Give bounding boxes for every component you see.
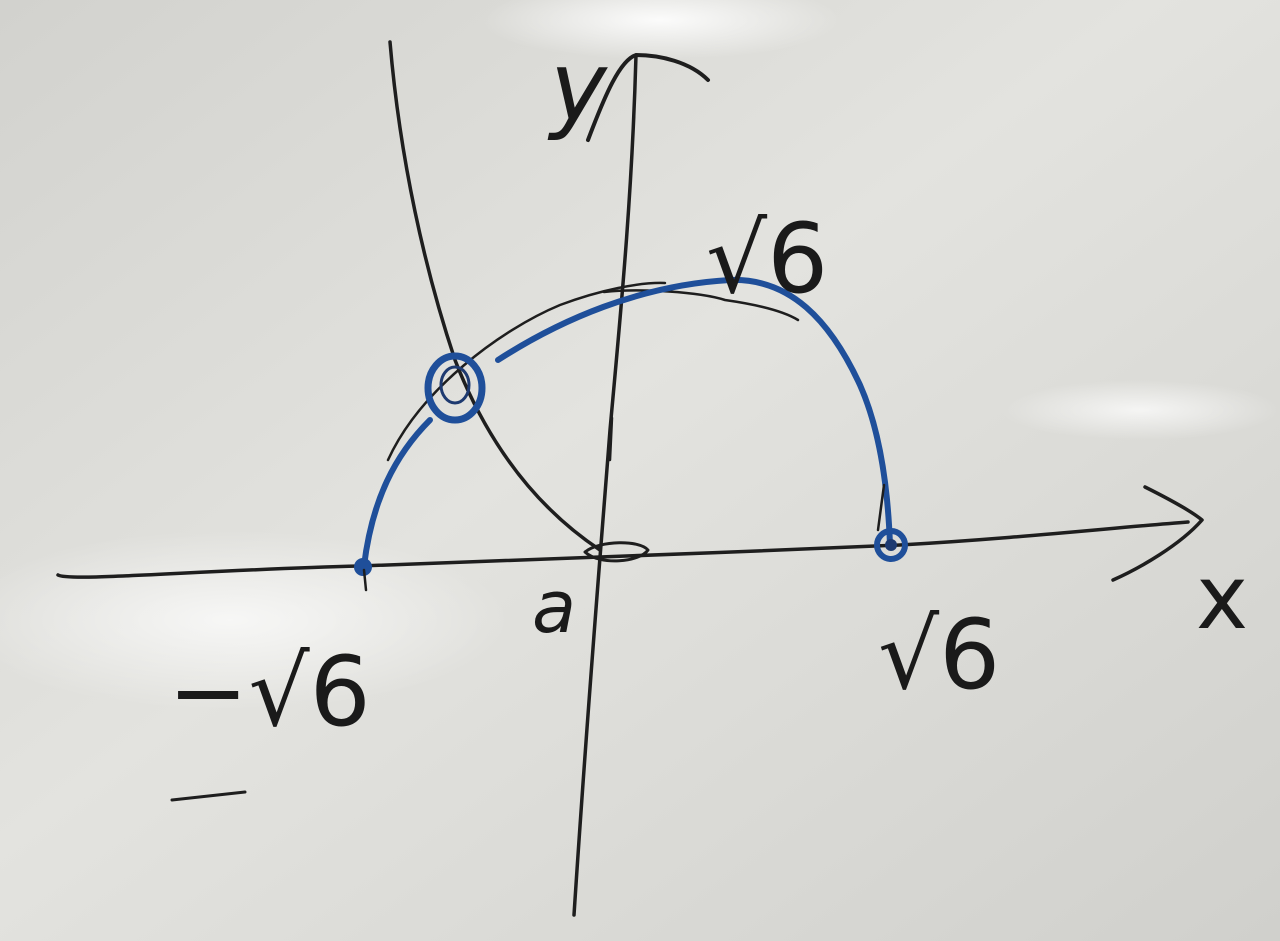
intersection-inner	[439, 365, 471, 405]
glare-right	[1000, 380, 1280, 440]
right-endpoint	[874, 528, 908, 562]
tick-y	[608, 416, 614, 462]
top-sqrt6-label: √6	[706, 203, 828, 315]
left-neg-sqrt6-label: −√6	[168, 636, 371, 748]
right-endpoint-core	[885, 539, 897, 551]
intersection-circle	[424, 352, 486, 424]
right-sqrt6-label: √6	[878, 599, 1000, 711]
x-axis-arrow	[1111, 485, 1204, 582]
left-endpoint	[354, 558, 372, 576]
tick-right	[876, 483, 886, 532]
tangent-line	[602, 289, 800, 322]
y-axis-label: y	[547, 31, 608, 143]
x-axis-label: x	[1196, 546, 1248, 649]
y-axis-arrow	[586, 53, 710, 142]
x-axis-line	[56, 520, 1190, 579]
glare-top	[480, 0, 840, 60]
origin-label: a	[532, 565, 576, 649]
stray-dash	[170, 790, 247, 802]
origin-mark	[583, 541, 650, 563]
semicircle-graph	[361, 417, 433, 569]
y-axis-line	[572, 53, 638, 917]
semicircle-graph-main	[495, 276, 893, 548]
sketch-arc	[386, 281, 667, 462]
tick-left	[362, 568, 368, 592]
